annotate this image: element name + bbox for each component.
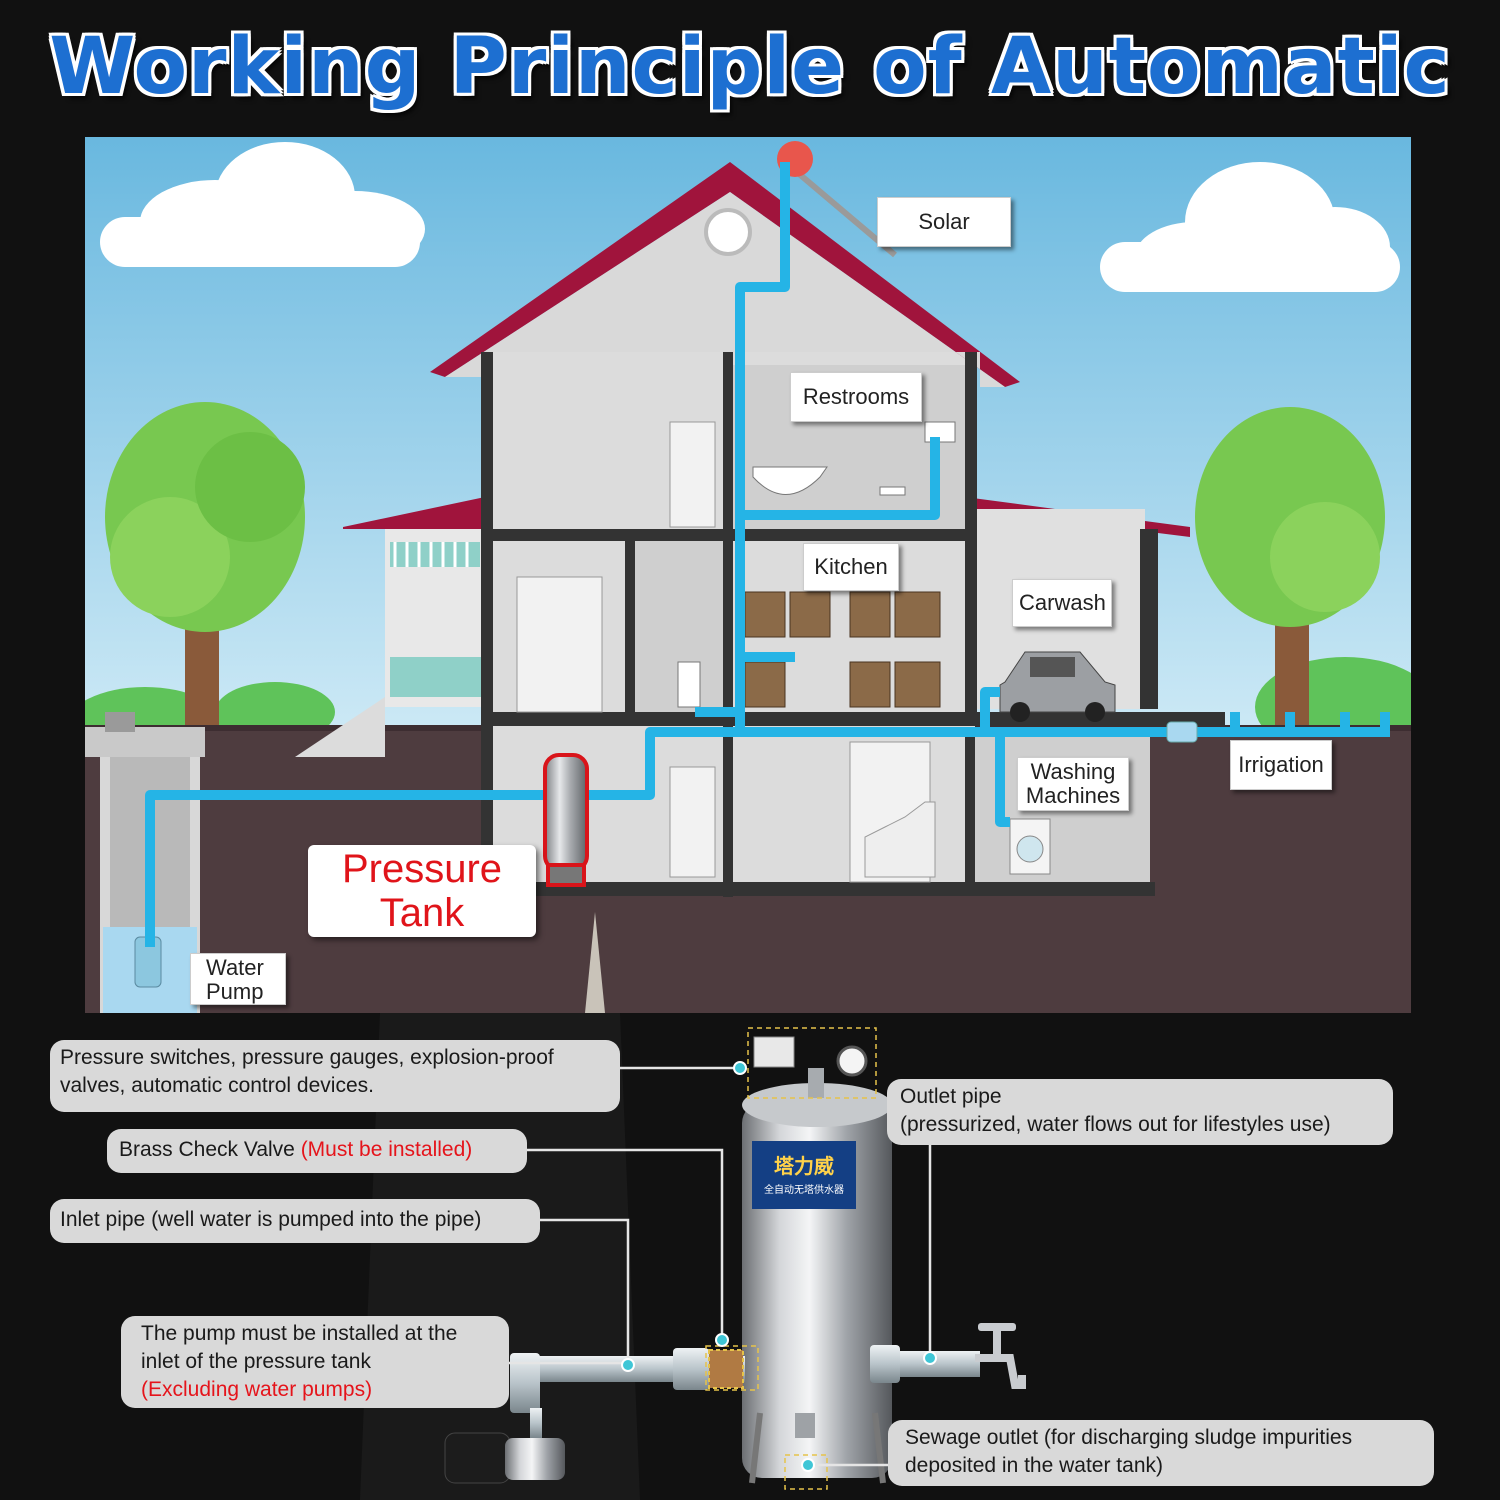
- label-restrooms: Restrooms: [790, 372, 922, 422]
- left-tree: [105, 402, 305, 727]
- pressure-gauge: [836, 1045, 868, 1077]
- note-pump-warning: (Excluding water pumps): [141, 1378, 373, 1401]
- inlet-pvc-pipe: [510, 1348, 745, 1413]
- pressure-tank-small: [543, 753, 589, 887]
- note-check-valve-warning: (Must be installed): [300, 1138, 473, 1161]
- label-carwash: Carwash: [1012, 579, 1112, 627]
- note-pump-install: The pump must be installed at the inlet …: [121, 1316, 509, 1408]
- water-pump-device: [444, 1408, 565, 1484]
- label-washing-machines: Washing Machines: [1017, 757, 1129, 811]
- car: [999, 651, 1116, 722]
- control-devices-highlight: [747, 1027, 877, 1099]
- sewage-outlet-highlight: [784, 1454, 828, 1490]
- note-pump-line2: inlet of the pressure tank: [141, 1350, 371, 1373]
- main-house: [430, 162, 1225, 897]
- label-washing-line1: Washing: [1030, 759, 1116, 784]
- label-pump-line1: Water: [206, 955, 264, 980]
- label-kitchen: Kitchen: [803, 543, 899, 591]
- check-valve-highlight: [705, 1345, 759, 1391]
- note-outlet-pipe: Outlet pipe (pressurized, water flows ou…: [887, 1079, 1393, 1145]
- brass-check-valve: [708, 1349, 744, 1389]
- tank-brand-text: 塔力威: [774, 1154, 834, 1178]
- label-solar: Solar: [877, 197, 1011, 247]
- clouds: [100, 142, 1400, 292]
- label-pump-line2: Pump: [206, 979, 264, 1004]
- leader-dots: [621, 1061, 937, 1472]
- note-control-line1: Pressure switches, pressure gauges, expl…: [60, 1046, 554, 1069]
- stainless-pressure-tank: 塔力威 全自动无塔供水器: [742, 1036, 892, 1484]
- note-sewage-line2: deposited in the water tank): [905, 1454, 1163, 1477]
- tank-brand-sub: 全自动无塔供水器: [764, 1183, 844, 1196]
- note-pump-line1: The pump must be installed at the: [141, 1322, 458, 1345]
- irrigation-valve: [1166, 721, 1198, 743]
- note-control-line2: valves, automatic control devices.: [60, 1074, 374, 1097]
- label-irrigation: Irrigation: [1230, 740, 1332, 790]
- leader-lines: [507, 1066, 932, 1467]
- tank-brand-badge: [752, 1141, 856, 1209]
- label-pressure-line1: Pressure: [341, 847, 503, 891]
- left-wing: [295, 497, 485, 757]
- label-washing-line2: Machines: [1025, 783, 1121, 808]
- ground-drill: [585, 912, 605, 1013]
- right-tree: [1195, 407, 1385, 727]
- note-check-valve: Brass Check Valve (Must be installed): [107, 1129, 527, 1173]
- outlet-pipe-faucet: [870, 1323, 1026, 1389]
- note-outlet-line2: (pressurized, water flows out for lifest…: [900, 1113, 1331, 1136]
- pressure-switch: [753, 1036, 795, 1068]
- label-pressure-tank: Pressure Tank: [308, 845, 536, 937]
- note-sewage-outlet: Sewage outlet (for discharging sludge im…: [888, 1420, 1434, 1486]
- house-plumbing-scene: [85, 137, 1411, 1013]
- note-outlet-line1: Outlet pipe: [900, 1085, 1002, 1108]
- label-pressure-line2: Tank: [379, 891, 465, 935]
- note-control-devices: Pressure switches, pressure gauges, expl…: [50, 1040, 620, 1112]
- note-inlet-pipe: Inlet pipe (well water is pumped into th…: [50, 1199, 540, 1243]
- label-water-pump: Water Pump: [190, 953, 286, 1005]
- note-check-valve-text: Brass Check Valve: [119, 1138, 301, 1161]
- page-title: Working Principle of Automatic: [49, 22, 1451, 112]
- note-sewage-line1: Sewage outlet (for discharging sludge im…: [905, 1426, 1353, 1449]
